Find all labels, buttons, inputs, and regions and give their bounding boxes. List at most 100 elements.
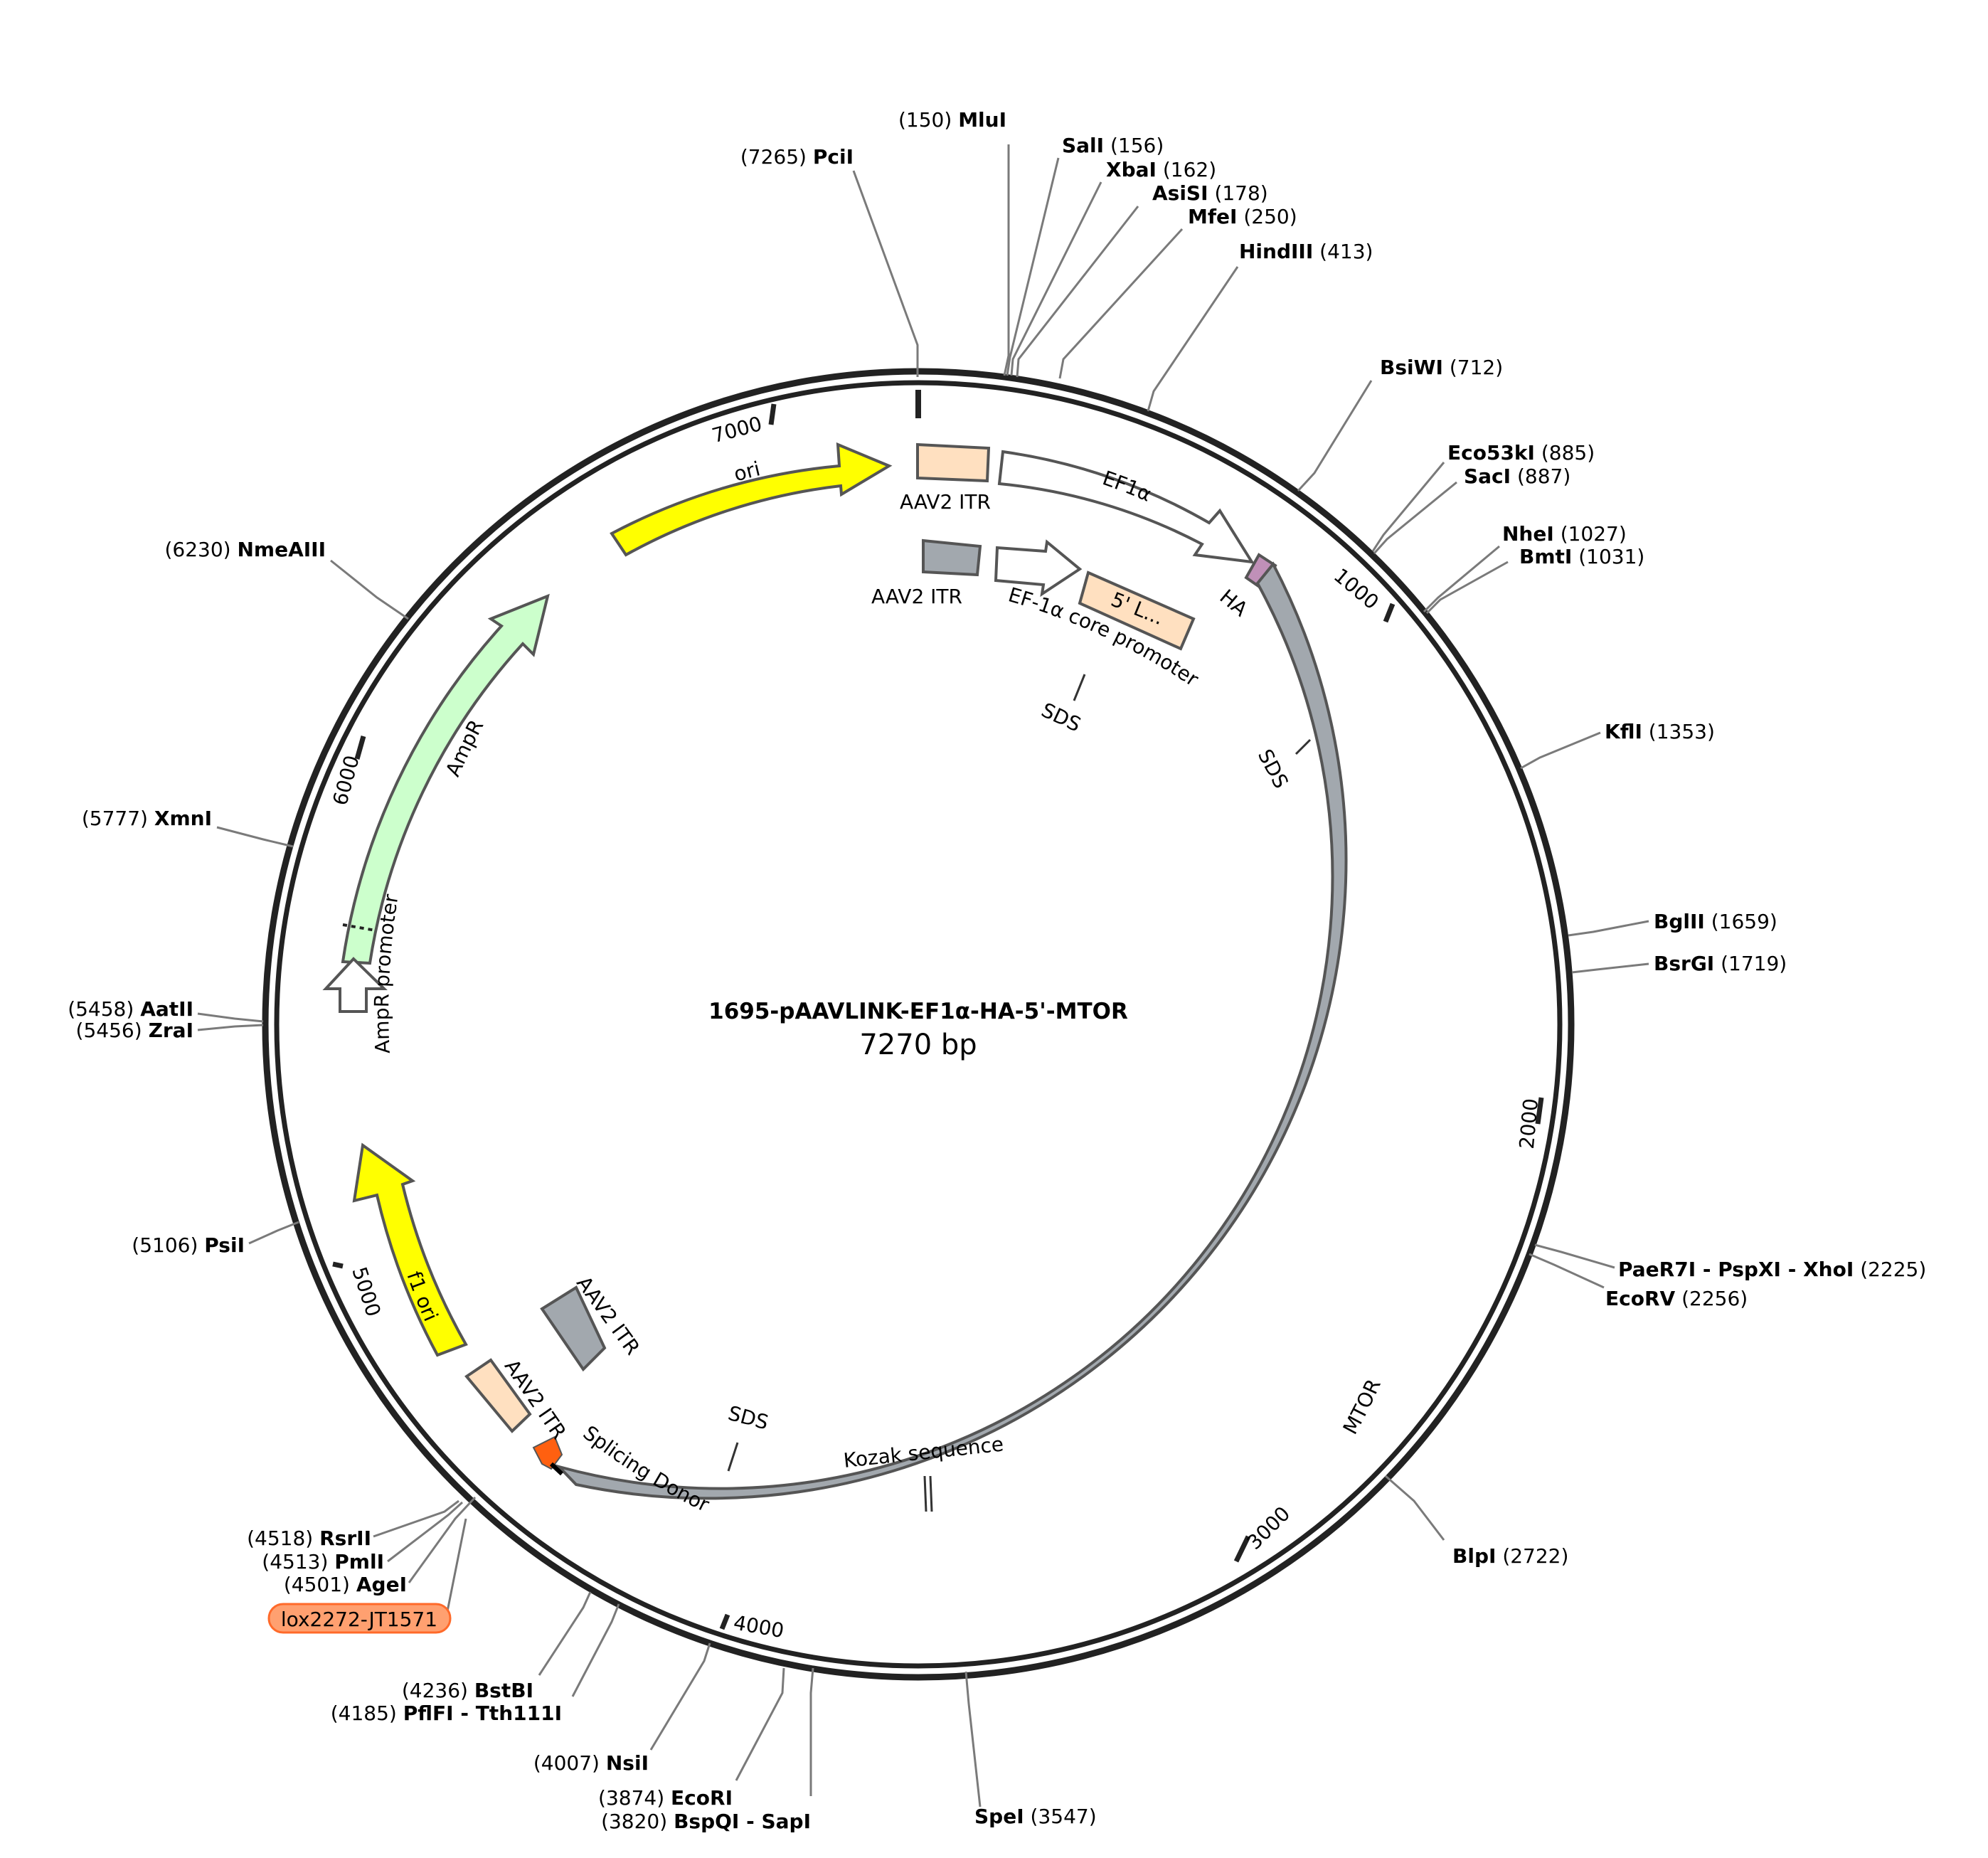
site-line-bglii bbox=[1568, 920, 1649, 937]
aav2-itr-1[interactable] bbox=[916, 442, 991, 483]
site-label-bsiwi: BsiWI (712) bbox=[1380, 356, 1503, 379]
site-labels: (150) MluI SalI (156) XbaI (162) AsiSI (… bbox=[68, 108, 1926, 1833]
site-line-ecorv bbox=[1529, 1253, 1605, 1289]
splicing-donor[interactable] bbox=[532, 1435, 563, 1470]
site-label-ecorv: EcoRV (2256) bbox=[1605, 1287, 1748, 1310]
site-label-pmli: (4513) PmlI bbox=[262, 1550, 384, 1573]
f1-ori-arrow[interactable] bbox=[352, 1142, 468, 1357]
splicing-donor-label: Splicing Donor bbox=[579, 1421, 713, 1517]
tick-label-4000: 4000 bbox=[732, 1610, 786, 1642]
site-label-zrai: (5456) ZraI bbox=[76, 1019, 193, 1042]
site-label-hindiii: HindIII (413) bbox=[1239, 240, 1373, 263]
amp-r-arrow[interactable] bbox=[341, 593, 550, 965]
site-label-blpi: BlpI (2722) bbox=[1452, 1544, 1568, 1568]
tick-7000 bbox=[768, 403, 777, 425]
ef1a-core-promoter-arrow[interactable] bbox=[994, 539, 1083, 598]
site-label-spei: SpeI (3547) bbox=[974, 1805, 1097, 1828]
tick-3000 bbox=[1233, 1535, 1251, 1563]
backbone-inner-ring bbox=[274, 380, 1563, 1669]
site-line-agei bbox=[408, 1496, 477, 1583]
ef1a-arrow[interactable] bbox=[997, 450, 1255, 564]
site-line-nmeaiii bbox=[330, 559, 409, 620]
site-label-kfli: KflI (1353) bbox=[1605, 720, 1715, 743]
site-label-bglii: BglII (1659) bbox=[1654, 910, 1777, 933]
sds-marker-2 bbox=[1295, 738, 1312, 755]
amp-r-promoter-arrow[interactable] bbox=[322, 957, 388, 1013]
aav2-itr-2[interactable] bbox=[922, 538, 982, 577]
site-label-eco53ki: Eco53kI (885) bbox=[1447, 441, 1595, 464]
site-label-nmeaiii: (6230) NmeAIII bbox=[164, 538, 326, 561]
site-line-rsrii bbox=[373, 1499, 459, 1538]
site-label-sapi: (3820) BspQI - SapI bbox=[601, 1810, 811, 1833]
site-label-xhoi: PaeR7I - PspXI - XhoI (2225) bbox=[1618, 1258, 1926, 1281]
site-label-nsii: (4007) NsiI bbox=[533, 1751, 649, 1775]
site-line-xmni bbox=[216, 826, 294, 848]
site-callout-lines bbox=[197, 144, 1649, 1807]
site-line-sali bbox=[1006, 157, 1060, 376]
site-line-mfei bbox=[1058, 228, 1184, 379]
site-line-hindiii bbox=[1147, 266, 1239, 412]
plasmid-title: 1695-pAAVLINK-EF1α-HA-5'-MTOR bbox=[708, 999, 1128, 1024]
site-line-asisi bbox=[1016, 206, 1139, 378]
tick-label-3000: 3000 bbox=[1243, 1502, 1295, 1554]
lox2272-label: lox2272-JT1571 bbox=[281, 1608, 437, 1631]
mtor-label: MTOR bbox=[1339, 1376, 1386, 1438]
site-line-spei bbox=[964, 1671, 982, 1807]
sds-label-2: SDS bbox=[1253, 745, 1293, 792]
tick-1000 bbox=[1383, 602, 1396, 623]
aav2-itr-3[interactable] bbox=[540, 1285, 607, 1372]
sequence-markers bbox=[727, 674, 1312, 1512]
site-line-kfli bbox=[1520, 731, 1601, 770]
site-label-mfei: MfeI (250) bbox=[1188, 205, 1297, 228]
plasmid-length: 7270 bp bbox=[859, 1029, 977, 1061]
site-line-nsii bbox=[649, 1642, 711, 1751]
site-label-bmti: BmtI (1031) bbox=[1519, 545, 1644, 568]
tick-label-5000: 5000 bbox=[347, 1264, 385, 1320]
tick-4000 bbox=[719, 1613, 730, 1630]
site-label-psii: (5106) PsiI bbox=[132, 1233, 245, 1257]
site-label-mlui: (150) MluI bbox=[898, 108, 1006, 132]
amp-r-promoter-boundary bbox=[342, 923, 376, 932]
sds-marker-3 bbox=[727, 1442, 739, 1472]
site-line-xhoi bbox=[1534, 1243, 1615, 1269]
site-label-bsrgi: BsrGI (1719) bbox=[1654, 952, 1787, 975]
site-label-agei: (4501) AgeI bbox=[284, 1573, 407, 1596]
site-line-sapi bbox=[809, 1667, 814, 1796]
site-line-zrai bbox=[197, 1024, 264, 1031]
sds-label-1: SDS bbox=[1038, 698, 1085, 736]
lox2272-badge[interactable] bbox=[267, 1603, 452, 1634]
five-prime-leader[interactable] bbox=[1078, 570, 1196, 651]
splicing-donor-connector bbox=[549, 1462, 564, 1476]
site-line-aatii bbox=[197, 1012, 264, 1023]
kozak-marker-b bbox=[929, 1475, 933, 1512]
sds-label-3: SDS bbox=[725, 1401, 771, 1435]
site-label-xbai: XbaI (162) bbox=[1106, 158, 1216, 181]
tick-5000 bbox=[332, 1261, 344, 1269]
mtor-arrow[interactable] bbox=[554, 561, 1348, 1500]
site-line-bsrgi bbox=[1571, 962, 1649, 974]
ha-label: HA bbox=[1216, 585, 1253, 621]
site-label-asisi: AsiSI (178) bbox=[1152, 181, 1268, 205]
site-line-mlui bbox=[1003, 144, 1010, 376]
site-line-pcii bbox=[852, 170, 919, 377]
site-label-tth111i: (4185) PflFI - Tth111I bbox=[331, 1702, 562, 1725]
site-line-tth111i bbox=[571, 1603, 620, 1697]
site-line-bmti bbox=[1425, 561, 1509, 615]
site-line-saci bbox=[1373, 481, 1457, 555]
aav2-itr-4[interactable] bbox=[464, 1358, 532, 1433]
ori-arrow[interactable] bbox=[610, 442, 893, 557]
site-line-pmli bbox=[387, 1501, 464, 1563]
site-label-rsrii: (4518) RsrII bbox=[247, 1527, 371, 1550]
site-label-bstbi: (4236) BstBI bbox=[402, 1679, 533, 1702]
features bbox=[322, 442, 1348, 1500]
site-line-eco53ki bbox=[1371, 462, 1445, 552]
aav2-itr-label-2: AAV2 ITR bbox=[871, 585, 962, 608]
site-label-sali: SalI (156) bbox=[1062, 134, 1164, 157]
backbone-outer-ring bbox=[262, 368, 1575, 1681]
tick-2000 bbox=[1535, 1097, 1544, 1125]
site-label-ecori: (3874) EcoRI bbox=[598, 1786, 733, 1810]
site-line-ecori bbox=[735, 1667, 785, 1781]
site-line-bstbi bbox=[538, 1591, 592, 1676]
aav2-itr-label-1: AAV2 ITR bbox=[900, 490, 991, 514]
